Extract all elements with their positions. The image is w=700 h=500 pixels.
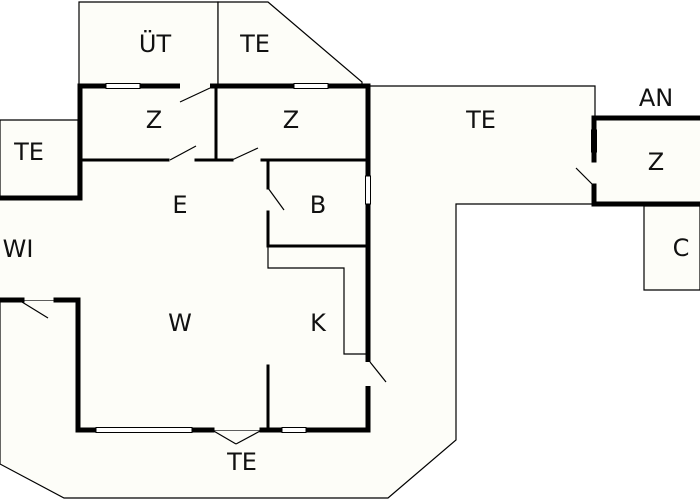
label-te-right: TE bbox=[465, 106, 496, 134]
door-gap-kitchen bbox=[364, 362, 372, 386]
door-bedroom-mid-swing bbox=[231, 147, 259, 161]
door-bath-swing bbox=[267, 187, 285, 211]
door-living-a bbox=[211, 429, 237, 445]
label-e: E bbox=[172, 191, 187, 219]
label-te-top: TE bbox=[239, 30, 270, 58]
door-living-b bbox=[235, 429, 263, 445]
label-w: W bbox=[168, 309, 192, 337]
door-gap-top bbox=[180, 83, 210, 89]
label-b: B bbox=[310, 191, 326, 219]
label-z-mid: Z bbox=[283, 106, 299, 134]
window-bedroom-left bbox=[105, 83, 141, 89]
label-k: K bbox=[310, 309, 327, 337]
window-kitchen-bottom bbox=[281, 427, 307, 433]
label-z-right: Z bbox=[648, 148, 664, 176]
kitchen-counter bbox=[267, 246, 366, 355]
door-wi-swing bbox=[21, 301, 49, 319]
window-living-bottom bbox=[95, 427, 193, 433]
label-z-left: Z bbox=[146, 106, 162, 134]
window-bedroom-mid bbox=[293, 83, 329, 89]
label-te-left: TE bbox=[13, 138, 44, 166]
label-an: AN bbox=[639, 84, 673, 112]
label-wi: WI bbox=[3, 235, 34, 263]
door-kitchen-swing bbox=[369, 361, 387, 383]
label-ut: ÜT bbox=[139, 29, 172, 58]
door-top-swing bbox=[179, 87, 211, 103]
label-te-bottom: TE bbox=[226, 448, 257, 476]
door-annex-swing bbox=[575, 167, 595, 187]
room-z-right-area bbox=[594, 118, 700, 204]
door-bedroom-left-swing bbox=[169, 145, 197, 161]
window-bath bbox=[365, 175, 371, 205]
house-interior bbox=[0, 86, 368, 430]
label-c: C bbox=[673, 234, 690, 262]
